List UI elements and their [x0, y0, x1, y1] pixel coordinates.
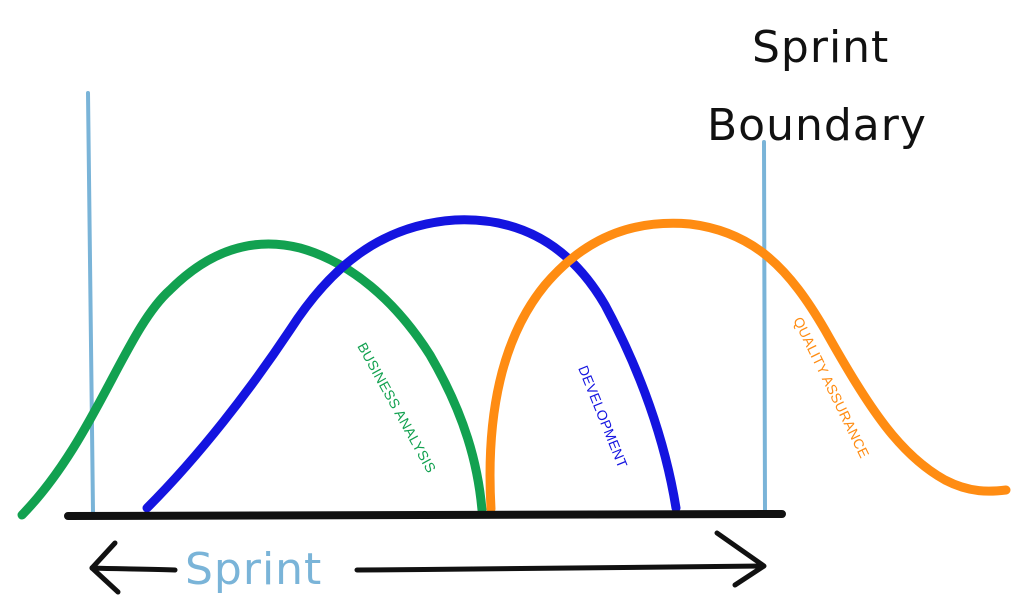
sprint-arrow-right-shaft — [354, 563, 765, 573]
business-analysis-curve — [17, 239, 487, 520]
quality-assurance-curve — [485, 218, 1011, 514]
sprint-arrow-right-head-icon — [714, 530, 767, 588]
timeline-baseline — [64, 510, 786, 520]
business-analysis-label: BUSINESS ANALYSIS — [354, 340, 439, 476]
sprint-arrow-left-shaft — [89, 565, 178, 573]
sprint-arrow-left-head-icon — [89, 540, 121, 595]
sprint-boundary-title-line1: Sprint — [752, 22, 889, 73]
sprint-boundary-line-right — [762, 140, 767, 514]
development-curve — [142, 215, 681, 513]
sprint-boundary-line-left — [86, 91, 95, 514]
development-label: DEVELOPMENT — [575, 363, 631, 470]
sprint-label: Sprint — [185, 544, 322, 595]
sprint-boundary-title-line2: Boundary — [707, 100, 927, 151]
